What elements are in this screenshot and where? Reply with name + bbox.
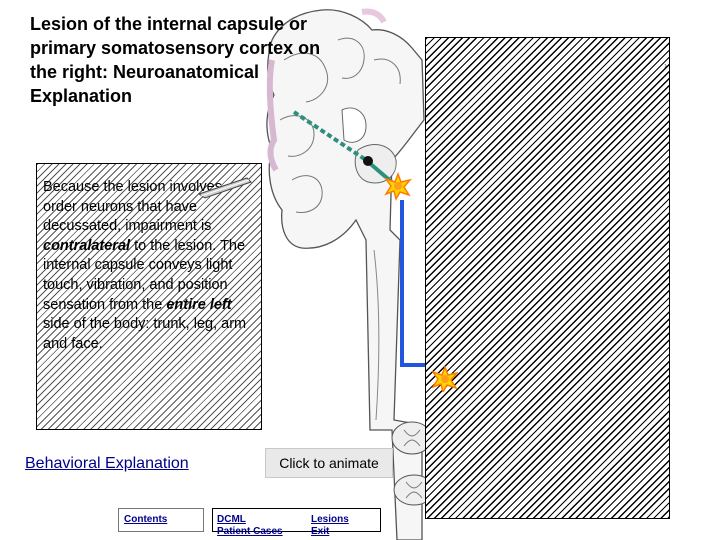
pointer-arrow-icon: [197, 177, 252, 199]
cortical-surface-top: [361, 8, 387, 24]
animation-panel: [425, 37, 670, 519]
brainstem-line: [373, 249, 380, 421]
explanation-part-5: side of the body: trunk, leg, arm and fa…: [43, 316, 247, 352]
explanation-text: Because the lesion involves -order neuro…: [43, 178, 259, 354]
explanation-part-2: -order neurons that have decussated, imp…: [43, 179, 231, 235]
spinal-section-1: [391, 421, 430, 455]
nav-lesions-label: Lesions: [311, 514, 349, 525]
left-term: left: [209, 296, 232, 313]
gyrus-line-5: [373, 58, 401, 85]
gyrus-line-2: [279, 115, 315, 157]
nav-dcml-link[interactable]: DCML Patient Cases: [217, 514, 283, 538]
cortical-surface: [266, 59, 279, 172]
nav-exit-label: Exit: [311, 526, 330, 537]
explanation-part-1: Because the lesion involves: [43, 179, 226, 195]
entire-term: entire: [166, 296, 206, 313]
thalamus: [354, 144, 397, 184]
cortex-outline: [266, 9, 425, 540]
gyrus-line-1: [283, 52, 328, 103]
nav-dcml-label: DCML: [217, 514, 246, 525]
animate-button[interactable]: Click to animate: [265, 448, 393, 478]
lesion-burst-icon: [432, 366, 458, 392]
nav-contents-link[interactable]: Contents: [124, 514, 168, 525]
nav-patient-cases-label: Patient Cases: [217, 526, 283, 537]
ventricle: [341, 107, 367, 143]
lesion-burst-icon: [384, 171, 413, 201]
spinal-section-2: [393, 474, 430, 506]
page-title: Lesion of the internal capsule or primar…: [30, 14, 321, 106]
cortical-pathway-dotted: [292, 110, 368, 162]
panel-marker: ›: [664, 60, 667, 70]
nav-lesions-link[interactable]: Lesions Exit: [311, 514, 349, 538]
explanation-box: Because the lesion involves -order neuro…: [36, 163, 262, 430]
thalamus-neuron: [363, 156, 373, 166]
behavioral-explanation-link[interactable]: Behavioral Explanation: [25, 455, 189, 472]
contralateral-term: contralateral: [43, 237, 131, 254]
explanation-part-3: to the lesion. The internal capsule conv…: [43, 237, 246, 313]
nav-frame: [212, 508, 381, 532]
gyrus-line-3: [291, 175, 323, 213]
nav-frame-contents: [118, 508, 204, 532]
gyrus-line-4: [337, 37, 365, 79]
